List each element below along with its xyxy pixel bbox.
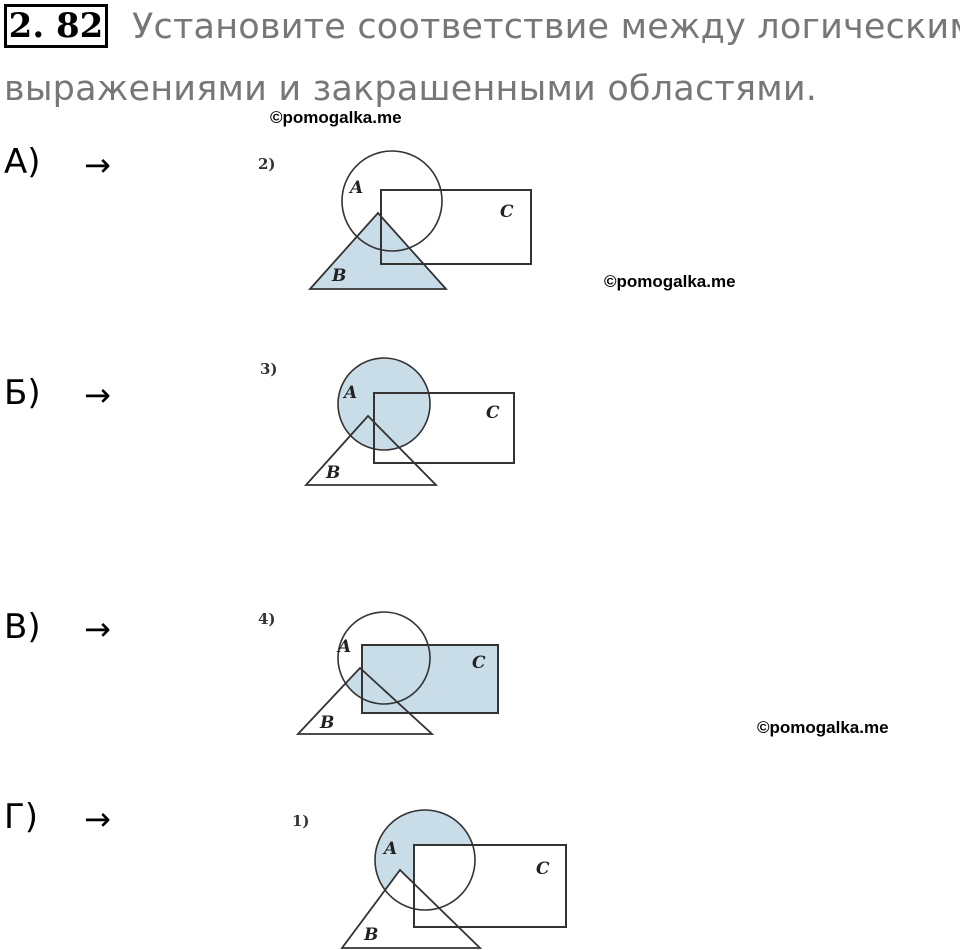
set-label-c: C xyxy=(500,202,514,222)
set-label-a: A xyxy=(348,178,363,198)
problem-title-line-1: Установите соответствие между логическим… xyxy=(132,7,960,47)
watermark: ©pomogalka.me xyxy=(270,108,402,127)
watermark: ©pomogalka.me xyxy=(757,718,889,737)
problem-title-line-2: выражениями и закрашенными областями. xyxy=(4,69,818,109)
row-label-g: Г) xyxy=(4,797,38,837)
figure-number: 4) xyxy=(258,610,276,628)
row-label-v: В) xyxy=(4,607,41,647)
set-label-b: B xyxy=(331,266,346,286)
venn-figure-2: 2) A B C xyxy=(250,145,550,295)
arrow-icon: → xyxy=(84,800,111,838)
arrow-icon: → xyxy=(84,146,111,184)
row-label-b: Б) xyxy=(4,373,41,413)
figure-number: 1) xyxy=(292,812,310,830)
set-label-a: A xyxy=(336,637,351,657)
watermark: ©pomogalka.me xyxy=(604,272,736,291)
set-label-b: B xyxy=(319,713,334,733)
set-label-c: C xyxy=(486,403,500,423)
problem-number: 2. 82 xyxy=(4,4,108,48)
figure-number: 3) xyxy=(260,360,278,378)
arrow-icon: → xyxy=(84,376,111,414)
set-label-a: A xyxy=(342,383,357,403)
set-label-a: A xyxy=(382,839,397,859)
venn-figure-1: 1) A B C xyxy=(280,800,580,950)
venn-figure-3: 3) A B C xyxy=(250,352,550,502)
set-label-b: B xyxy=(325,463,340,483)
set-label-c: C xyxy=(472,653,486,673)
set-label-c: C xyxy=(536,859,550,879)
arrow-icon: → xyxy=(84,610,111,648)
figure-number: 2) xyxy=(258,155,276,173)
set-label-b: B xyxy=(363,925,378,945)
venn-figure-4: 4) A B C xyxy=(250,602,550,752)
row-label-a: А) xyxy=(4,142,41,182)
